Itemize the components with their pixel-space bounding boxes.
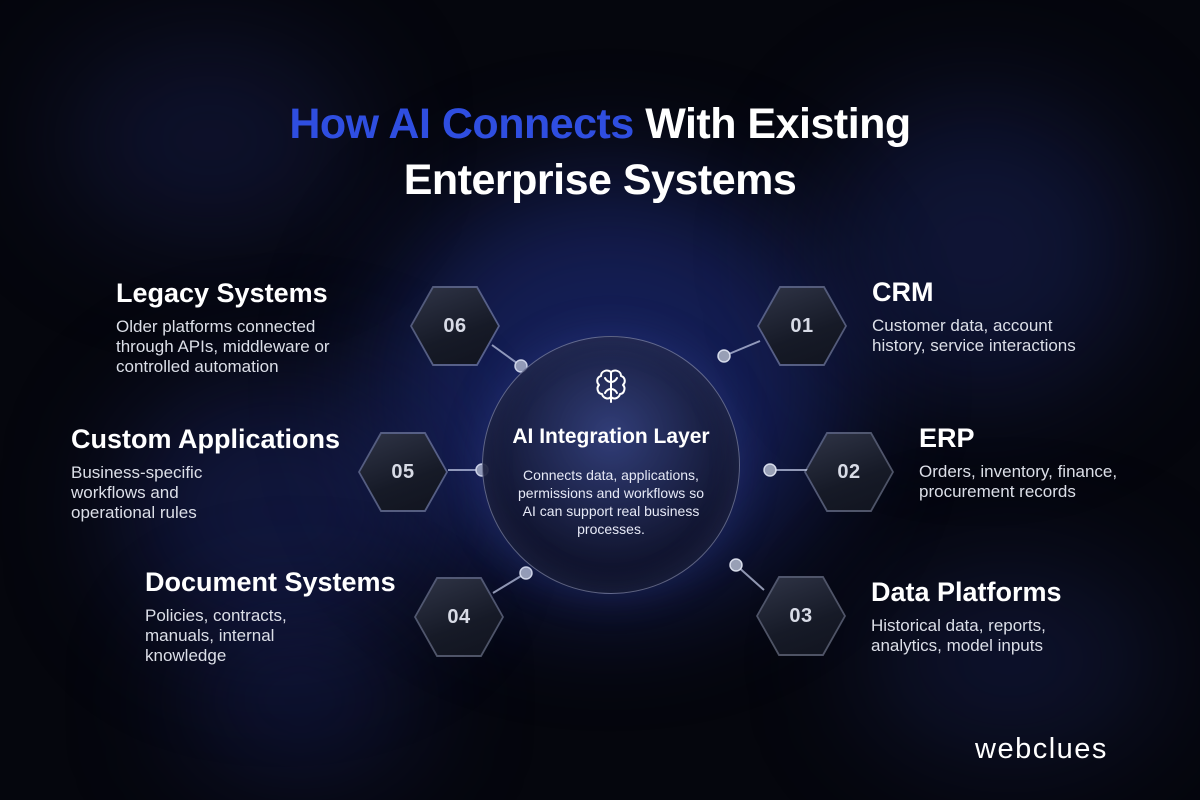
hex-badge-02: 02 — [804, 432, 894, 512]
hex-badge-01: 01 — [757, 286, 847, 366]
item-desc-legacy-systems: Older platforms connected through APIs, … — [116, 317, 330, 376]
title-accent: How AI Connects — [289, 100, 634, 148]
item-document-systems: Document Systems Policies, contracts, ma… — [145, 566, 415, 666]
hub-title: AI Integration Layer — [512, 425, 710, 448]
item-title-data-platforms: Data Platforms — [871, 577, 1062, 607]
item-erp: ERP Orders, inventory, finance, procurem… — [919, 422, 1159, 502]
item-title-crm: CRM — [872, 277, 934, 307]
brain-icon — [596, 369, 626, 403]
hex-badge-04: 04 — [414, 577, 504, 657]
hex-number-01: 01 — [759, 288, 845, 364]
hex-number-03: 03 — [758, 578, 844, 654]
item-custom-applications: Custom Applications Business-specific wo… — [71, 423, 356, 523]
title-line2: Enterprise Systems — [403, 156, 797, 204]
hex-number-05: 05 — [360, 434, 446, 510]
hex-number-02: 02 — [806, 434, 892, 510]
item-desc-custom-applications: Business-specific workflows and operatio… — [71, 463, 203, 522]
item-legacy-systems: Legacy Systems Older platforms connected… — [116, 277, 386, 377]
hex-number-04: 04 — [416, 579, 502, 655]
integration-hub: AI Integration Layer Connects data, appl… — [482, 336, 740, 594]
page-title: How AI Connects With Existing Enterprise… — [0, 96, 1200, 208]
hex-badge-06: 06 — [410, 286, 500, 366]
item-title-legacy-systems: Legacy Systems — [116, 278, 328, 308]
item-desc-document-systems: Policies, contracts, manuals, internal k… — [145, 606, 287, 665]
title-line1-rest: With Existing — [633, 100, 911, 148]
item-title-custom-applications: Custom Applications — [71, 424, 341, 454]
item-title-document-systems: Document Systems — [145, 567, 396, 597]
brand-logo: webclues — [975, 733, 1108, 765]
item-desc-erp: Orders, inventory, finance, procurement … — [919, 462, 1118, 501]
hex-number-06: 06 — [412, 288, 498, 364]
hex-badge-03: 03 — [756, 576, 846, 656]
item-desc-crm: Customer data, account history, service … — [872, 316, 1076, 355]
item-data-platforms: Data Platforms Historical data, reports,… — [871, 576, 1131, 656]
item-crm: CRM Customer data, account history, serv… — [872, 276, 1132, 356]
item-title-erp: ERP — [919, 423, 975, 453]
item-desc-data-platforms: Historical data, reports, analytics, mod… — [871, 616, 1046, 655]
hex-badge-05: 05 — [358, 432, 448, 512]
hub-description: Connects data, applications, permissions… — [518, 467, 704, 537]
